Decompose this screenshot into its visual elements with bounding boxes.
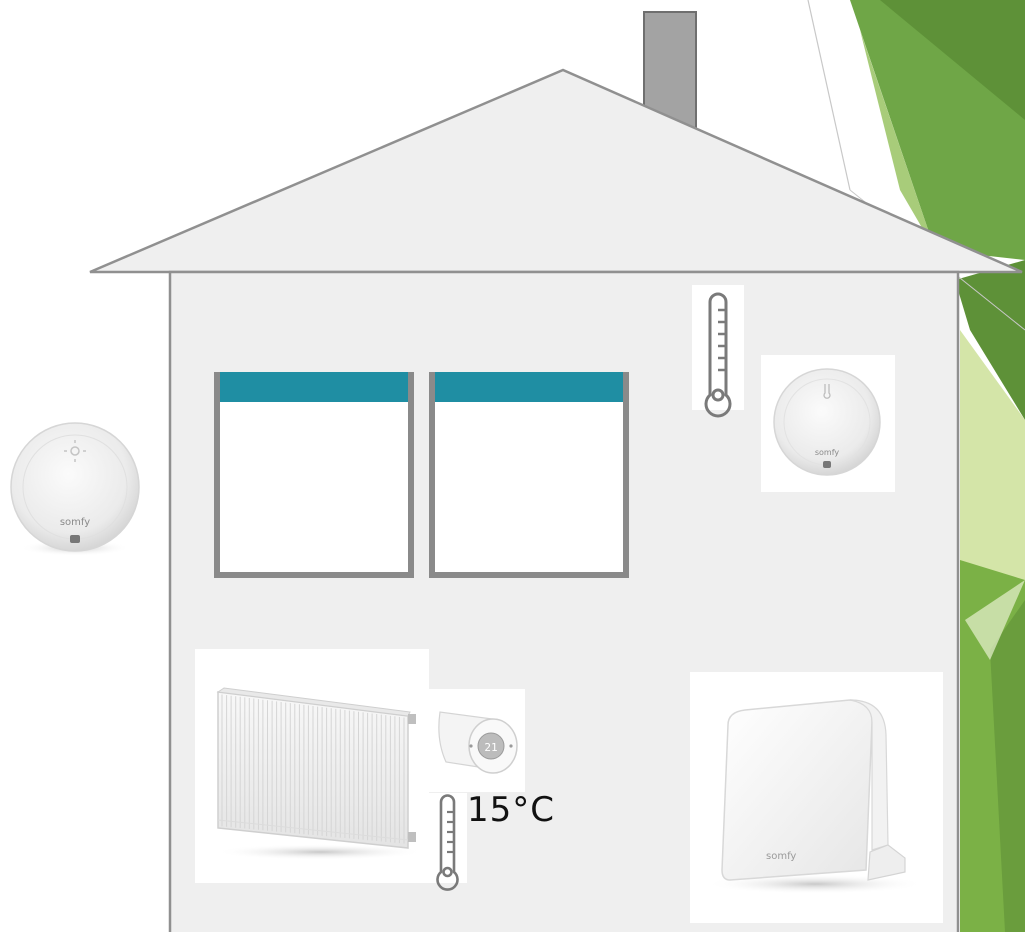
thermostatic-valve-icon: 21 (428, 689, 525, 792)
valve-display-value: 21 (484, 741, 497, 754)
outdoor-sensor-icon: somfy (11, 423, 139, 556)
indoor-sensor-icon: somfy (761, 355, 895, 492)
somfy-logo-text: somfy (766, 851, 796, 862)
window-left (214, 372, 414, 578)
box-hub-icon: somfy (690, 672, 943, 923)
window-right (429, 372, 629, 578)
somfy-logo-text: somfy (815, 448, 840, 457)
thermometer-icon (429, 793, 467, 890)
radiator-temperature-label: 15°C (467, 790, 555, 830)
thermometer-icon (692, 285, 744, 416)
somfy-logo-text: somfy (60, 517, 90, 528)
